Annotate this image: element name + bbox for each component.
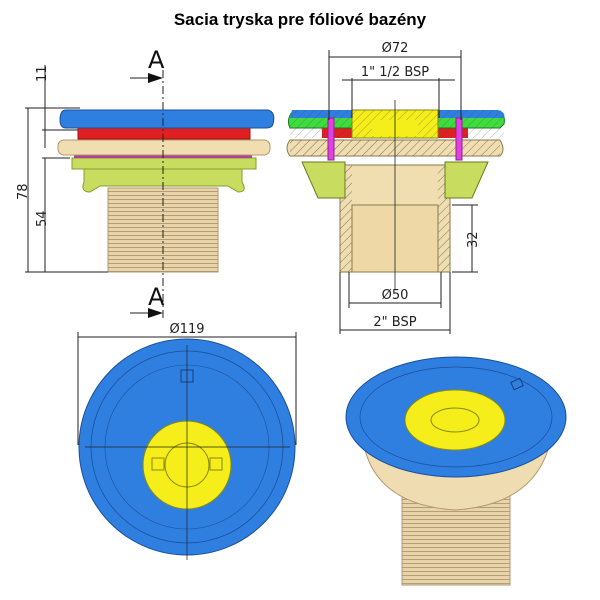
nut-upper bbox=[71, 157, 257, 170]
dim-inner-depth: 32 bbox=[466, 231, 481, 248]
isometric-view bbox=[345, 356, 567, 586]
dim-outer-diameter: Ø72 bbox=[382, 41, 409, 56]
gasket bbox=[77, 126, 251, 140]
side-view: A A 78 54 11 bbox=[16, 46, 275, 320]
marker-icon bbox=[510, 377, 524, 391]
dim-cap-height: 11 bbox=[35, 65, 50, 82]
top-view: Ø119 bbox=[77, 322, 297, 560]
section-label-top: A bbox=[148, 46, 165, 74]
dim-cap-diameter: Ø119 bbox=[169, 322, 204, 337]
section-arrow-icon bbox=[148, 308, 163, 318]
section-arrow-icon bbox=[148, 73, 163, 83]
dim-thread-bottom: 2" BSP bbox=[373, 315, 416, 330]
dim-thread-top: 1" 1/2 BSP bbox=[361, 65, 429, 80]
section-label-bottom: A bbox=[148, 283, 165, 311]
nut-lower bbox=[82, 167, 245, 193]
screw bbox=[455, 117, 463, 161]
dim-body-height: 54 bbox=[35, 210, 50, 227]
insert-3d bbox=[404, 389, 506, 451]
drawing-title: Sacia tryska pre fóliové bazény bbox=[173, 10, 427, 29]
cap bbox=[59, 109, 275, 129]
screw bbox=[327, 117, 335, 161]
dim-total-height: 78 bbox=[16, 183, 31, 200]
section-view: Ø72 1" 1/2 BSP 32 Ø50 2" BSP bbox=[286, 41, 505, 334]
dim-inner-diameter: Ø50 bbox=[382, 288, 409, 303]
flange bbox=[57, 139, 271, 156]
